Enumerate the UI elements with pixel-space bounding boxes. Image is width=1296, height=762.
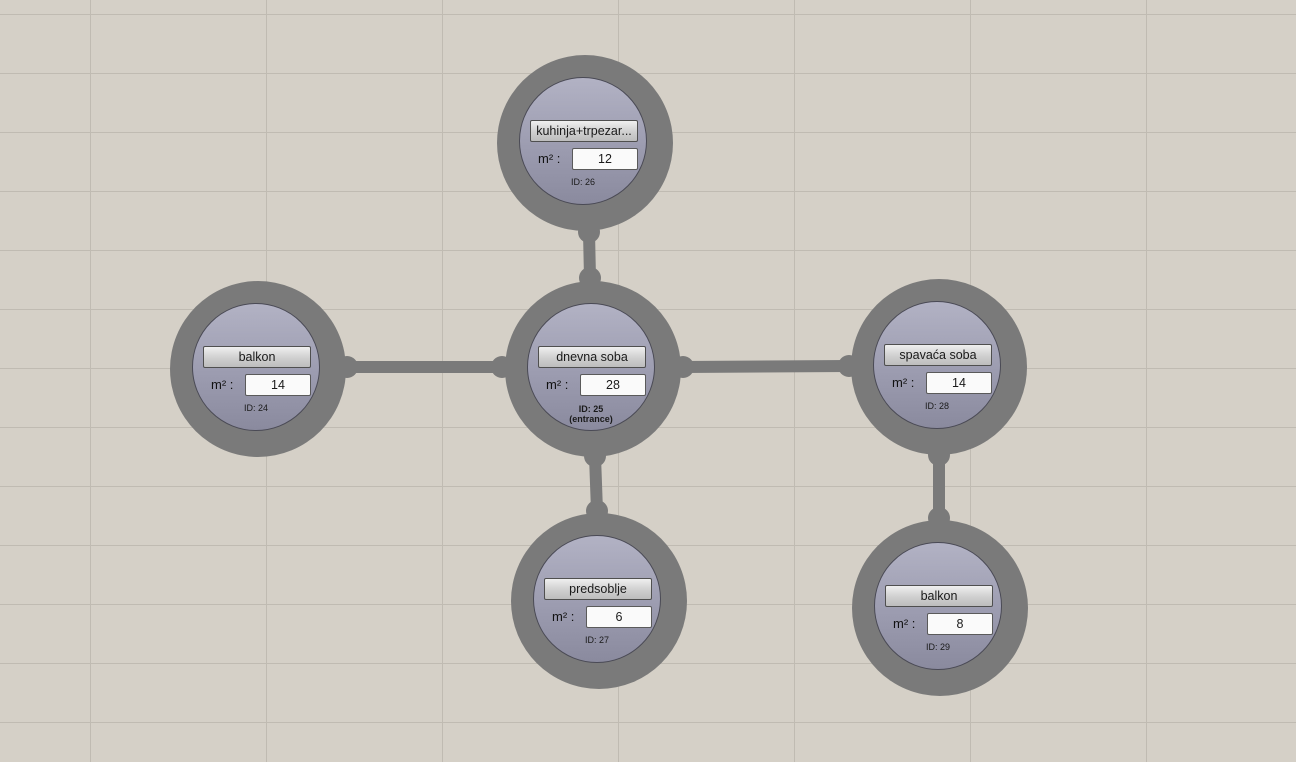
room-node-body: dnevna soba m² : 28 ID: 25 (entrance) (527, 303, 655, 431)
room-name-button[interactable]: predsoblje (544, 578, 652, 600)
room-id-label: ID: 25 (entrance) (528, 404, 654, 424)
room-node-body: spavaća soba m² : 14 ID: 28 (873, 301, 1001, 429)
room-name-button[interactable]: kuhinja+trpezar... (530, 120, 638, 142)
room-node-body: balkon m² : 8 ID: 29 (874, 542, 1002, 670)
area-input[interactable]: 14 (245, 374, 311, 396)
area-input[interactable]: 8 (927, 613, 993, 635)
room-node-body: balkon m² : 14 ID: 24 (192, 303, 320, 431)
room-id-label: ID: 26 (570, 177, 595, 187)
room-id-label: ID: 24 (243, 403, 268, 413)
room-node-balcony-left[interactable]: balkon m² : 14 ID: 24 (170, 281, 346, 457)
room-node-living-room[interactable]: dnevna soba m² : 28 ID: 25 (entrance) (505, 281, 681, 457)
area-label: m² : (546, 377, 569, 392)
room-id-label: ID: 27 (584, 635, 609, 645)
edge-living-bedroom (682, 360, 850, 373)
area-label: m² : (538, 151, 561, 166)
room-node-body: kuhinja+trpezar... m² : 12 ID: 26 (519, 77, 647, 205)
room-node-body: predsoblje m² : 6 ID: 27 (533, 535, 661, 663)
room-name-button[interactable]: dnevna soba (538, 346, 646, 368)
room-name-button[interactable]: balkon (203, 346, 311, 368)
area-label: m² : (211, 377, 234, 392)
room-id-label: ID: 28 (924, 401, 949, 411)
room-name-button[interactable]: spavaća soba (884, 344, 992, 366)
room-id-text: ID: 25 (578, 404, 604, 414)
area-label: m² : (892, 375, 915, 390)
area-label: m² : (893, 616, 916, 631)
room-node-kitchen[interactable]: kuhinja+trpezar... m² : 12 ID: 26 (497, 55, 673, 231)
area-input[interactable]: 28 (580, 374, 646, 396)
room-name-button[interactable]: balkon (885, 585, 993, 607)
room-node-bedroom[interactable]: spavaća soba m² : 14 ID: 28 (851, 279, 1027, 455)
entrance-note: (entrance) (569, 414, 613, 424)
area-input[interactable]: 14 (926, 372, 992, 394)
room-node-hallway[interactable]: predsoblje m² : 6 ID: 27 (511, 513, 687, 689)
area-input[interactable]: 6 (586, 606, 652, 628)
room-id-label: ID: 29 (925, 642, 950, 652)
area-label: m² : (552, 609, 575, 624)
area-input[interactable]: 12 (572, 148, 638, 170)
room-node-balcony-right[interactable]: balkon m² : 8 ID: 29 (852, 520, 1028, 696)
